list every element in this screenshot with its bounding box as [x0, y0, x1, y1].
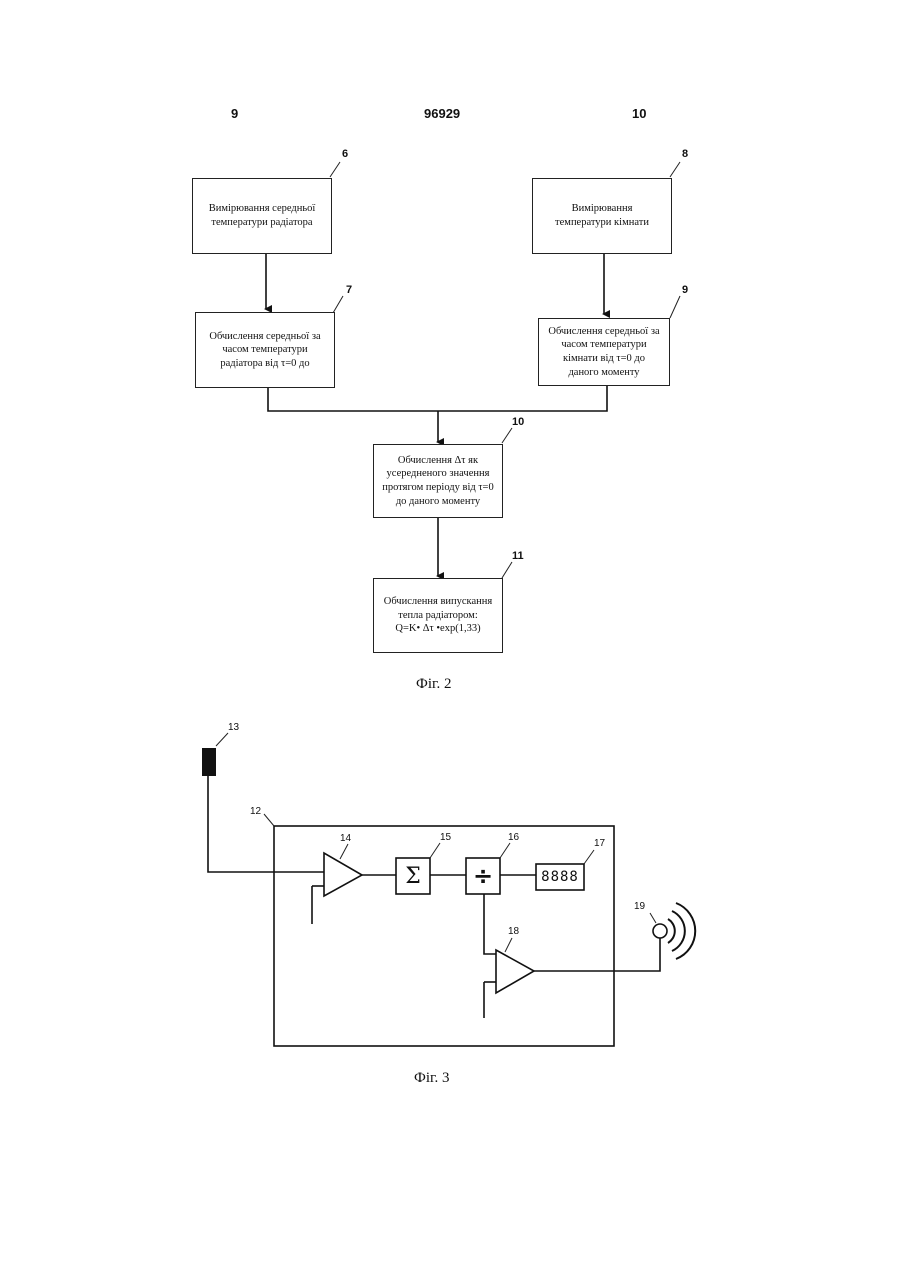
sensor-icon — [202, 748, 216, 776]
label-14: 14 — [340, 833, 351, 844]
device-enclosure — [274, 826, 614, 1046]
label-16: 16 — [508, 832, 519, 843]
display-digits: 8888 — [536, 864, 584, 890]
divide-symbol: ÷ — [466, 858, 500, 894]
sum-symbol: Σ — [396, 858, 430, 894]
label-18: 18 — [508, 926, 519, 937]
label-13: 13 — [228, 722, 239, 733]
comparator-icon — [496, 950, 534, 993]
label-19: 19 — [634, 901, 645, 912]
label-12: 12 — [250, 806, 261, 817]
label-17: 17 — [594, 838, 605, 849]
signal-device-icon — [653, 924, 667, 938]
fig3-caption: Фіг. 3 — [414, 1070, 449, 1087]
label-15: 15 — [440, 832, 451, 843]
amplifier-icon — [324, 853, 362, 896]
